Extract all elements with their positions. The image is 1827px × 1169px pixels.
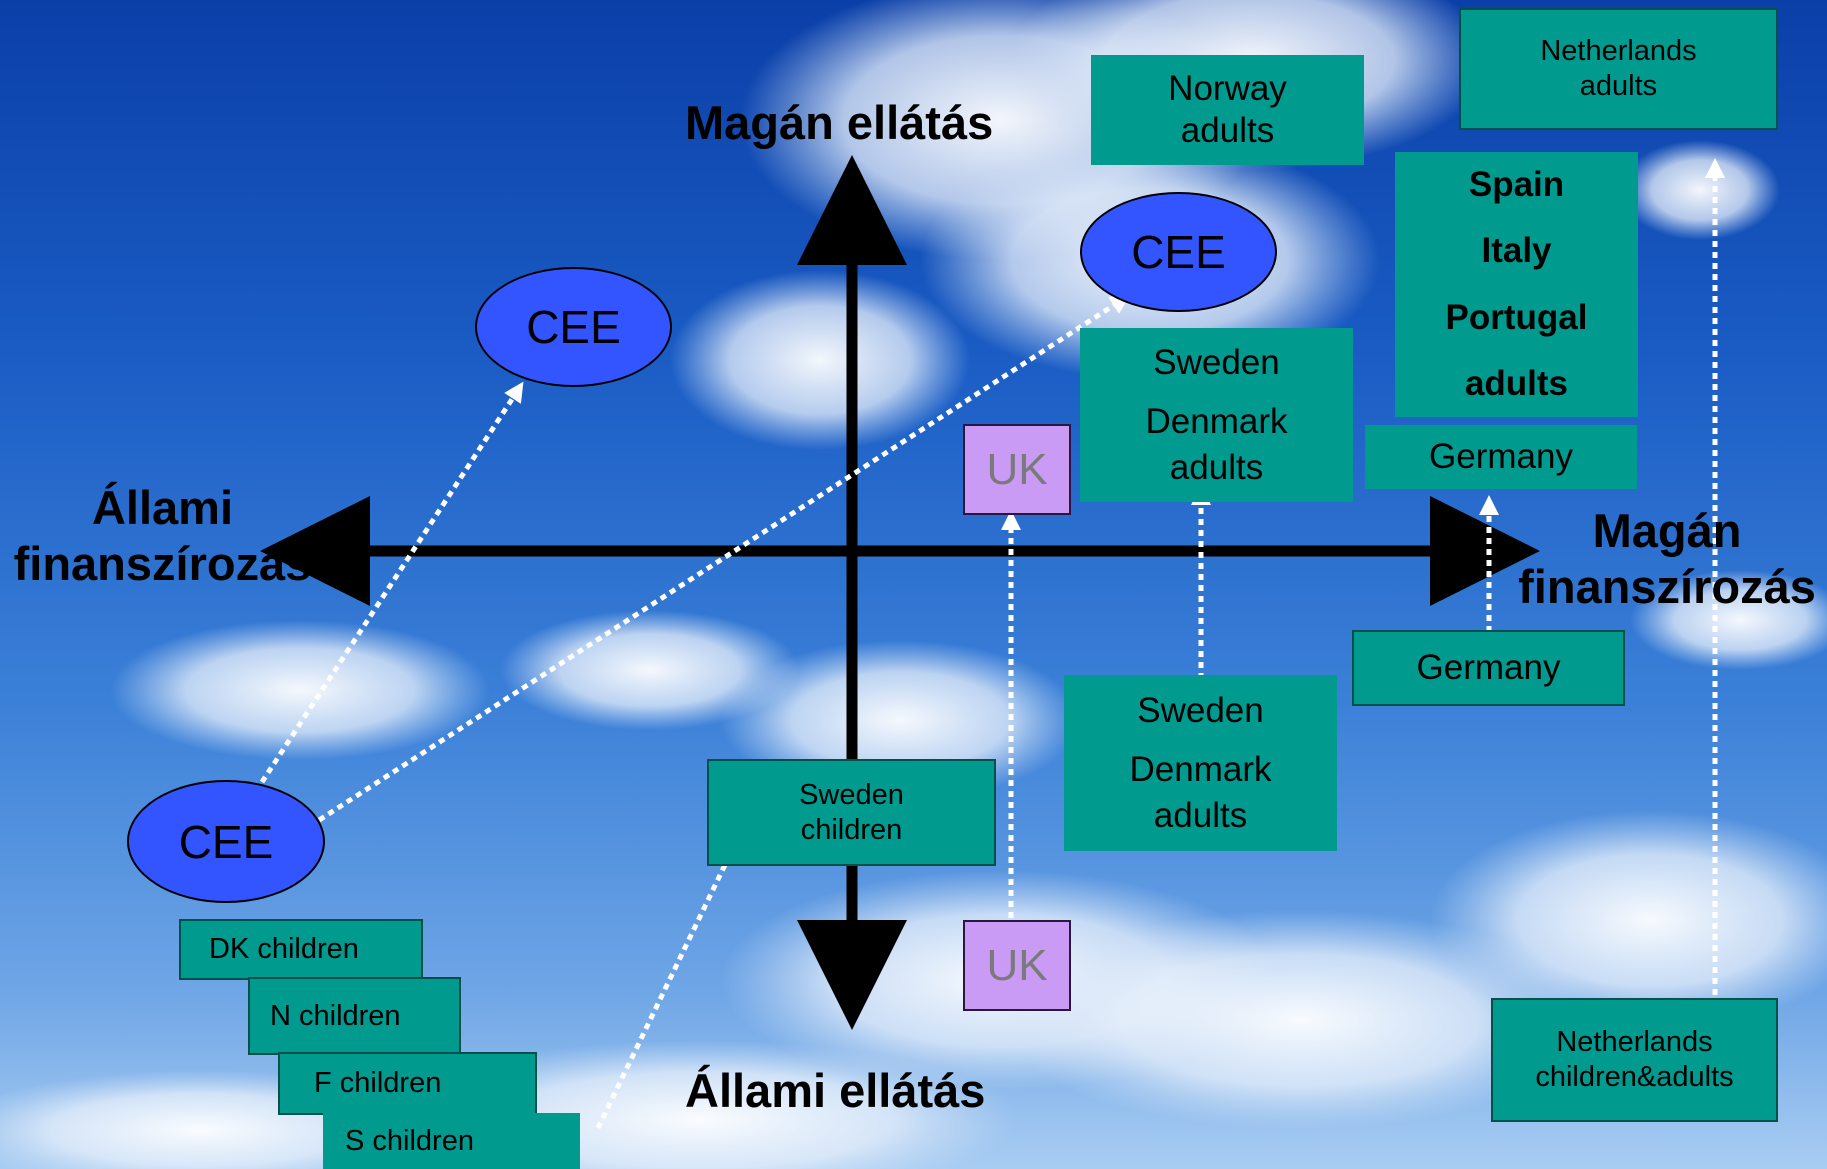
box-germany-bottom: Germany (1352, 630, 1625, 706)
box-spain-italy-portugal-adults: Spain Italy Portugal adults (1395, 152, 1638, 417)
box-line: adults (1464, 364, 1569, 403)
box-line: children (800, 813, 903, 846)
cee-ellipse-upper-right: CEE (1080, 192, 1277, 312)
box-line: Sweden (1153, 342, 1280, 382)
dotted-arrows (259, 158, 1725, 1130)
box-norway-adults: Norway adults (1091, 55, 1364, 165)
box-line: adults (1169, 447, 1264, 487)
box-line: Portugal (1445, 297, 1588, 337)
box-line: F children (314, 1067, 442, 1100)
arrow-s-children-to-sweden-children (595, 832, 741, 1130)
box-sweden-children: Sweden children (707, 759, 996, 866)
box-netherlands-children-adults: Netherlands children&adults (1491, 998, 1778, 1122)
box-line: adults (1180, 111, 1275, 150)
axis-label-top: Magán ellátás (685, 96, 994, 149)
box-line: S children (345, 1124, 474, 1157)
arrow-cee-to-cee-left (259, 381, 524, 784)
box-line: Denmark (1145, 402, 1288, 442)
box-line: Germany (1429, 437, 1573, 476)
box-line: Sweden (799, 778, 904, 811)
axis-label-right-line1: Magán (1592, 504, 1742, 557)
axis-label-bottom: Állami ellátás (685, 1064, 986, 1117)
box-line: Italy (1481, 231, 1552, 270)
box-germany-top: Germany (1365, 425, 1637, 489)
box-line: children&adults (1535, 1061, 1734, 1093)
box-line: Sweden (1137, 690, 1264, 730)
cee-label: CEE (1131, 226, 1226, 278)
uk-box-lower: UK (963, 920, 1071, 1011)
box-line: Netherlands (1556, 1026, 1713, 1059)
box-sweden-denmark-adults-top: Sweden Denmark adults (1080, 328, 1353, 502)
axis-label-left: Állami finanszírozás (10, 480, 315, 593)
box-line: Germany (1416, 648, 1561, 687)
axis-label-right: Magán finanszírozás (1512, 503, 1822, 616)
box-line: N children (270, 999, 401, 1032)
uk-box-upper: UK (963, 424, 1071, 515)
cee-label: CEE (178, 815, 274, 868)
box-line: Denmark (1129, 750, 1272, 790)
cee-ellipse-upper-left: CEE (475, 267, 672, 387)
box-sweden-denmark-adults-bottom: Sweden Denmark adults (1064, 675, 1337, 851)
box-f-children: F children (278, 1052, 537, 1115)
box-dk-children: DK children (179, 919, 423, 980)
arrow-cee-to-cee-right (308, 294, 1131, 829)
box-s-children: S children (323, 1113, 580, 1169)
box-n-children: N children (248, 977, 461, 1055)
uk-label: UK (986, 444, 1048, 494)
cee-ellipse-lower-left: CEE (127, 780, 325, 903)
axis-label-right-line2: finanszírozás (1518, 560, 1816, 614)
box-line: adults (1579, 70, 1658, 102)
box-line: Norway (1168, 69, 1287, 108)
box-line: adults (1153, 795, 1248, 835)
axis-label-left-line1: Állami (91, 481, 234, 534)
box-netherlands-adults: Netherlands adults (1459, 8, 1778, 130)
box-line: Spain (1468, 164, 1565, 204)
uk-label: UK (986, 940, 1048, 990)
box-line: Netherlands (1540, 35, 1697, 68)
box-line: DK children (209, 933, 359, 966)
cee-label: CEE (526, 301, 621, 353)
axis-label-left-line2: finanszírozás (13, 537, 312, 591)
